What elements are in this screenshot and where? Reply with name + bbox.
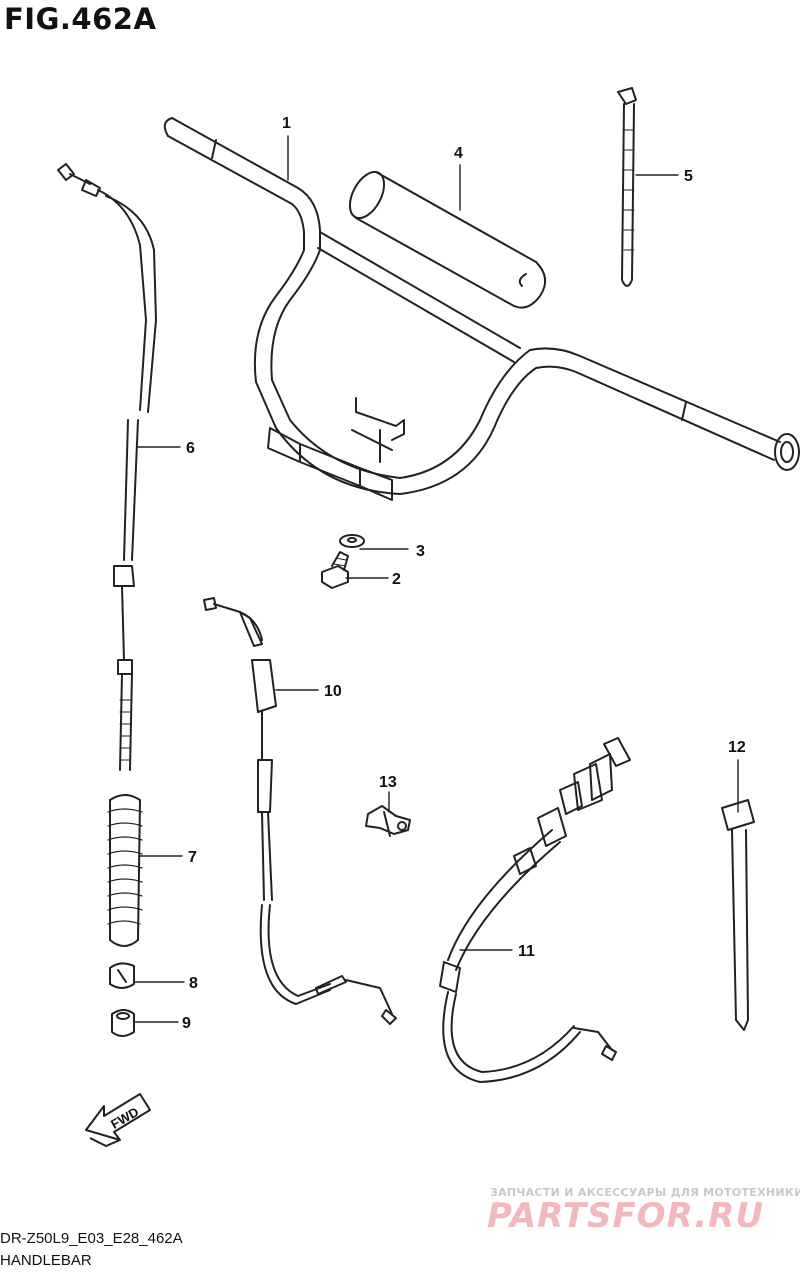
figure-title: FIG.462A <box>4 2 157 36</box>
leader-lines <box>133 135 739 1023</box>
callout-11: 11 <box>518 943 535 960</box>
callout-13: 13 <box>379 774 397 791</box>
part-cable-band <box>617 87 637 287</box>
watermark-brand: PARTSFOR.RU <box>487 1196 765 1236</box>
fwd-arrow-icon: FWD <box>85 1093 151 1148</box>
part-choke-cable <box>439 737 631 1083</box>
part-cable-clamp <box>365 805 411 837</box>
callout-1: 1 <box>282 115 291 132</box>
figure-code: DR-Z50L9_E03_E28_462A <box>0 1230 183 1247</box>
part-handlebar <box>163 117 800 501</box>
callout-numbers: 1 2 3 4 5 6 7 8 9 10 11 12 13 <box>182 115 746 1032</box>
callout-3: 3 <box>416 543 425 560</box>
callout-6: 6 <box>186 440 195 457</box>
part-throttle-cable <box>203 597 397 1025</box>
callout-9: 9 <box>182 1015 191 1032</box>
callout-4: 4 <box>454 145 463 162</box>
callout-10: 10 <box>324 683 342 700</box>
callout-7: 7 <box>188 849 197 866</box>
part-bolt <box>321 551 349 589</box>
callout-2: 2 <box>392 571 401 588</box>
callout-12: 12 <box>728 739 746 756</box>
part-adjuster-9 <box>111 1009 135 1037</box>
part-cable-6 <box>57 163 157 771</box>
watermark-tagline: ЗАПЧАСТИ И АКСЕССУАРЫ ДЛЯ МОТОТЕХНИКИ <box>490 1186 800 1199</box>
part-handlebar-pad <box>348 170 547 309</box>
part-cable-tie <box>721 799 755 1031</box>
part-washer <box>339 534 365 548</box>
part-adjuster-8 <box>109 962 135 989</box>
part-boot <box>107 794 143 947</box>
callout-5: 5 <box>684 168 693 185</box>
figure-name: HANDLEBAR <box>0 1252 92 1269</box>
callout-8: 8 <box>189 975 198 992</box>
